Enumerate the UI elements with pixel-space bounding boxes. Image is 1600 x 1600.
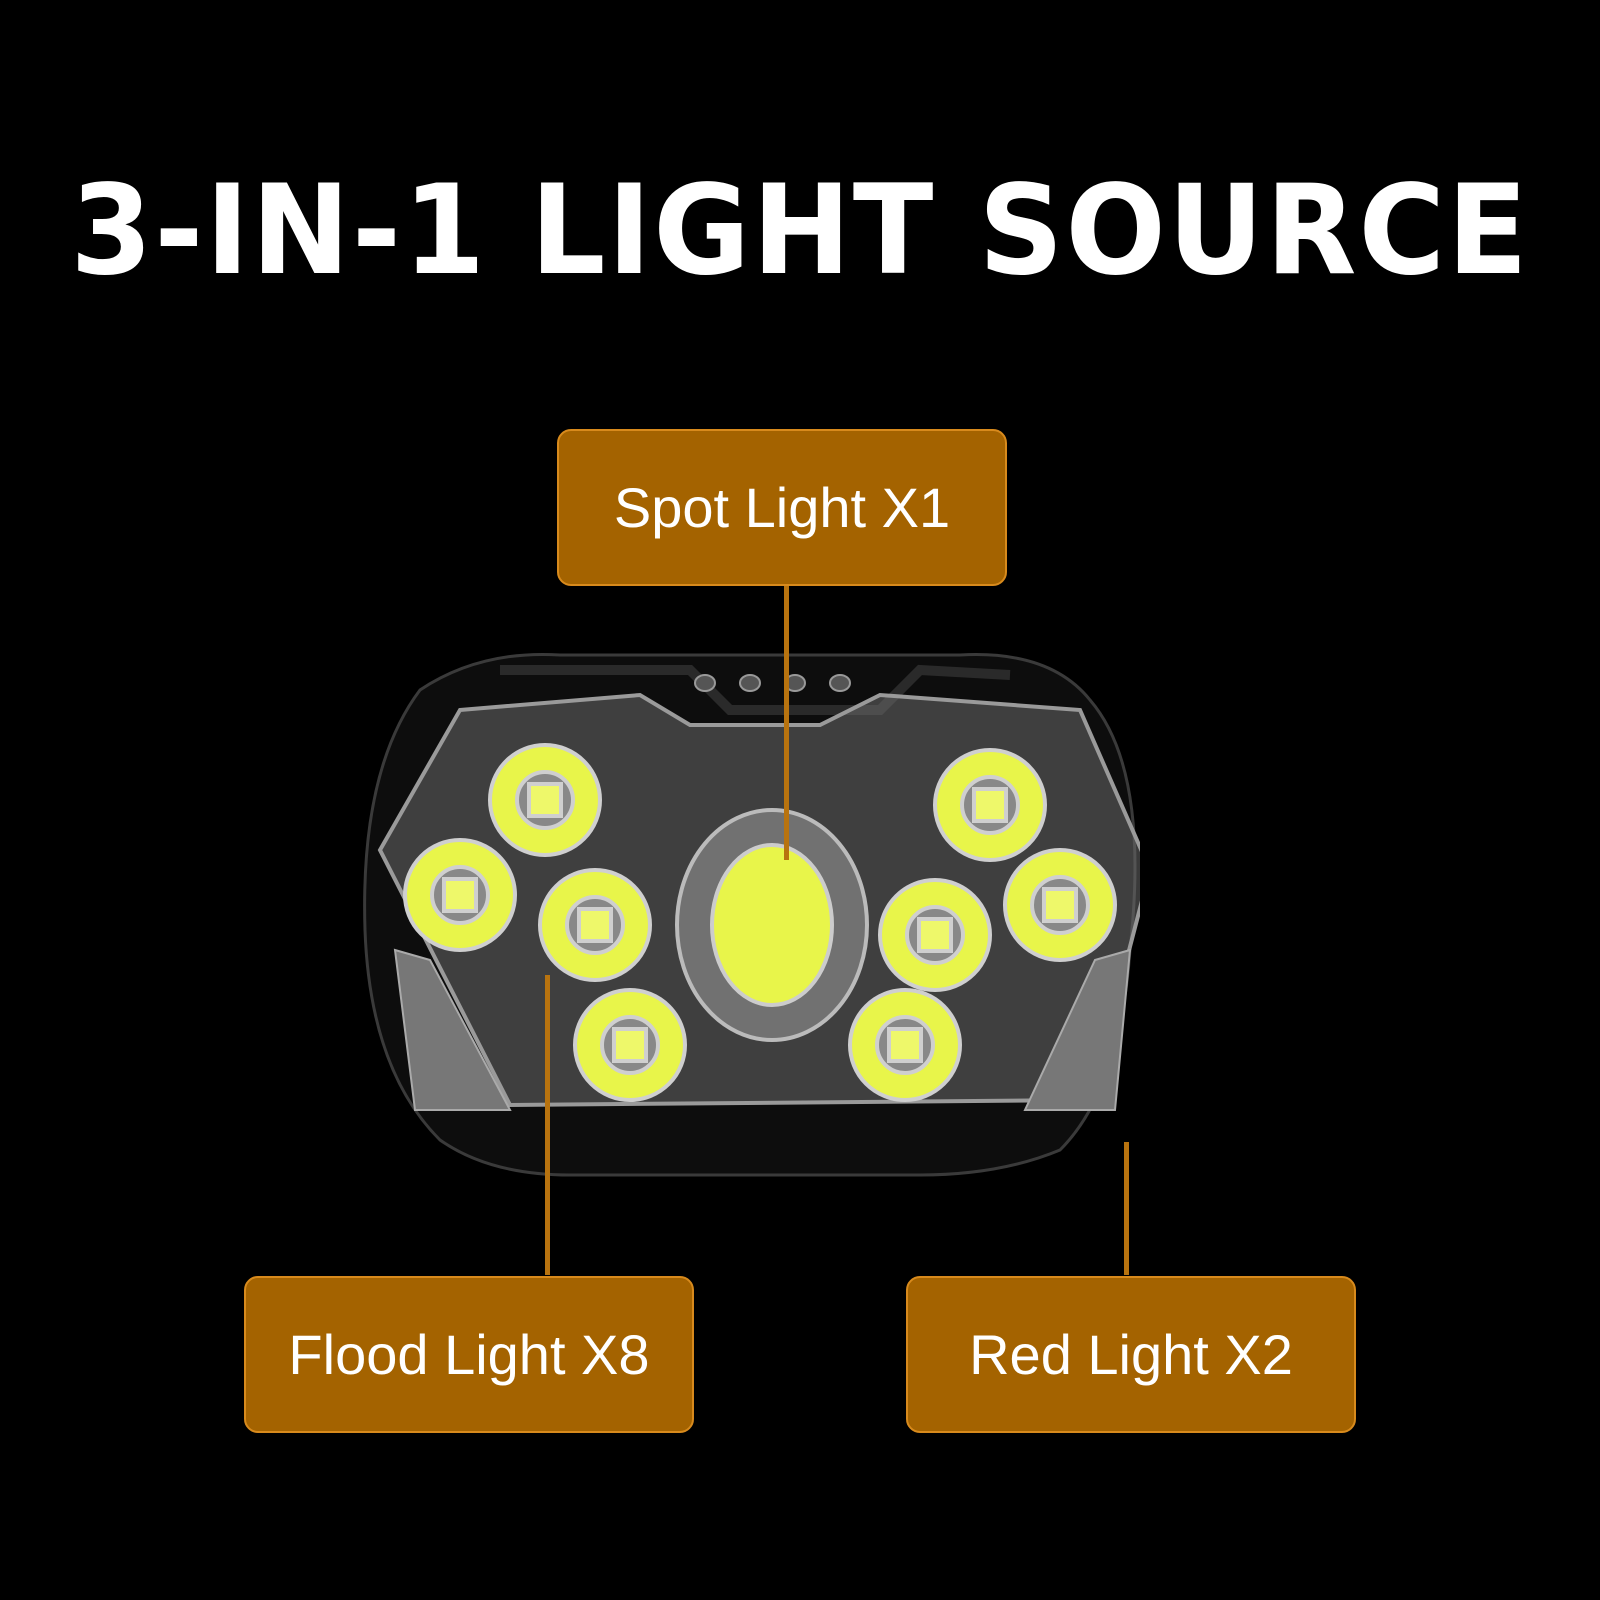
flood-light-callout: Flood Light X8 <box>244 1276 694 1433</box>
red-light-leader-line <box>1124 1142 1129 1275</box>
headlamp-image <box>363 652 1140 1177</box>
spot-light-label: Spot Light X1 <box>613 476 951 539</box>
flood-light-leader-line <box>545 975 550 1275</box>
spot-light-callout: Spot Light X1 <box>557 429 1007 586</box>
red-light-label: Red Light X2 <box>969 1323 1293 1386</box>
red-light-callout: Red Light X2 <box>906 1276 1356 1433</box>
spot-light-leader-line <box>784 585 789 860</box>
flood-light-label: Flood Light X8 <box>288 1323 650 1386</box>
page-title: 3-IN-1 LIGHT SOURCE <box>70 157 1530 303</box>
